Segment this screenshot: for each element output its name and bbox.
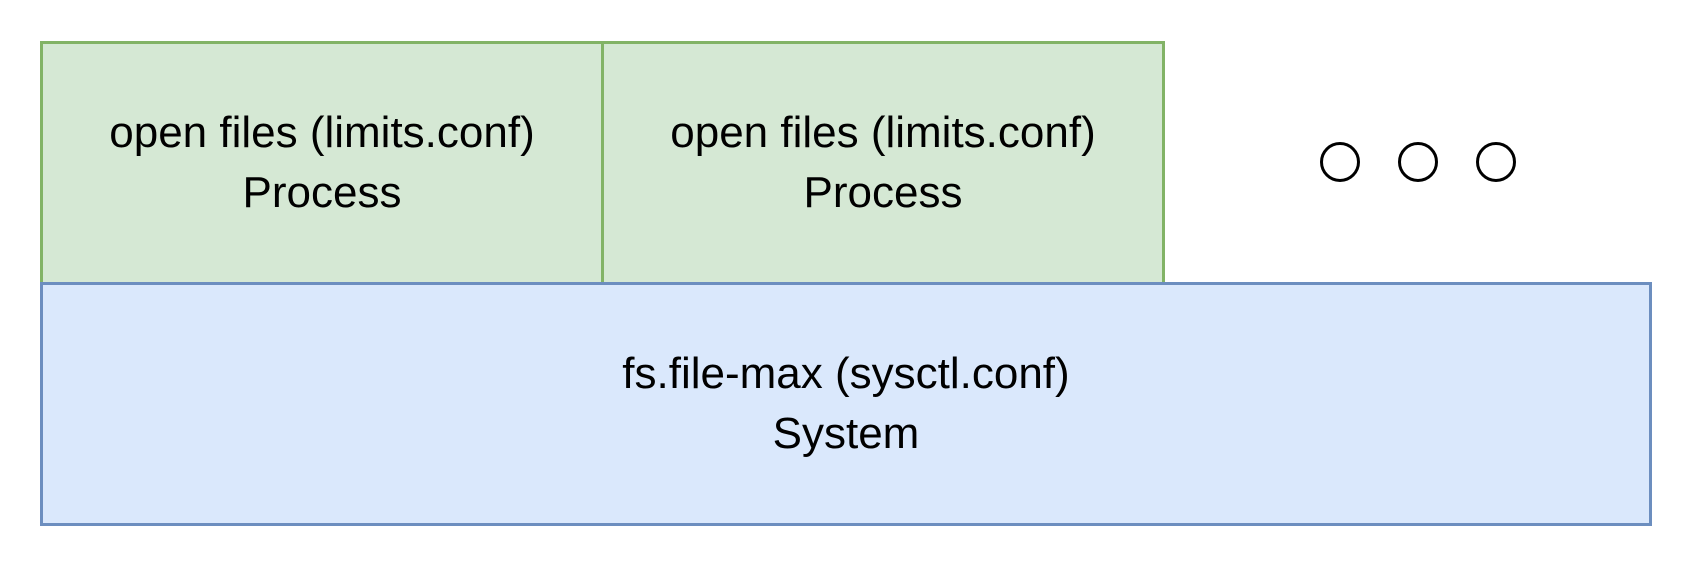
ellipsis-more-processes	[1320, 142, 1516, 182]
process-box-subtitle: Process	[803, 168, 963, 217]
system-box: fs.file-max (sysctl.conf) System	[40, 282, 1652, 526]
circle-icon	[1320, 142, 1360, 182]
system-box-title: fs.file-max (sysctl.conf)	[622, 349, 1070, 398]
process-box-2: open files (limits.conf) Process	[601, 41, 1165, 285]
process-box-subtitle: Process	[242, 168, 402, 217]
circle-icon	[1476, 142, 1516, 182]
process-box-title: open files (limits.conf)	[670, 108, 1096, 157]
process-box-1: open files (limits.conf) Process	[40, 41, 604, 285]
process-box-title: open files (limits.conf)	[109, 108, 535, 157]
circle-icon	[1398, 142, 1438, 182]
system-box-subtitle: System	[772, 409, 920, 458]
